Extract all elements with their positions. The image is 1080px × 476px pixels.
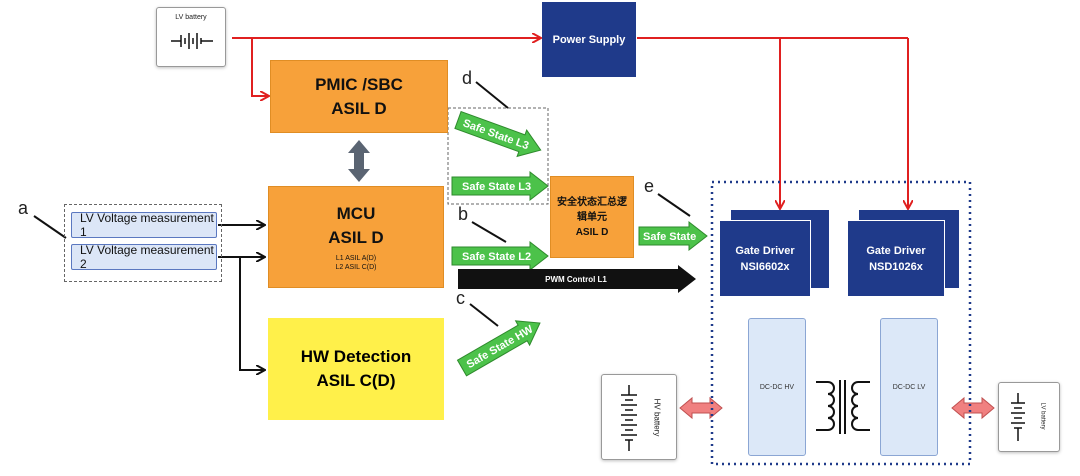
measurement-connectors	[218, 225, 264, 370]
pwm-control-arrow: PWM Control L1	[458, 265, 696, 293]
pmic-sbc-block: PMIC /SBC ASIL D	[270, 60, 448, 133]
safe-state-aggregator-block: 安全状态汇总逻 辑单元 ASIL D	[550, 176, 634, 258]
hv-battery-link-arrow	[679, 396, 723, 420]
safe-state-label: Safe State	[643, 231, 696, 243]
mcu-asil: ASIL D	[328, 228, 384, 247]
callout-c: c	[456, 288, 465, 308]
gate-driver-nsd1026x: Gate Driver NSD1026x	[847, 220, 945, 297]
callout-leaders	[33, 81, 691, 327]
gate-driver-label: Gate Driver	[866, 244, 926, 257]
pwm-control-label: PWM Control L1	[545, 275, 607, 284]
lv-voltage-measurement-2: LV Voltage measurement 2	[71, 243, 217, 271]
battery-icon	[1011, 393, 1025, 441]
hv-battery: HV battery	[601, 374, 677, 460]
gate-driver-nsi6602x: Gate Driver NSI6602x	[719, 220, 811, 297]
safe-state-label: Safe State HW	[465, 323, 536, 371]
battery-icon	[621, 385, 637, 451]
callout-e: e	[644, 176, 655, 196]
callout-d: d	[462, 68, 473, 88]
safe-state-out-arrow: Safe State	[638, 220, 708, 252]
safe-state-hw-arrow: Safe State HW	[456, 320, 541, 377]
lv-battery-right: LV battery	[998, 382, 1060, 452]
callout-b: b	[458, 204, 469, 224]
pmic-title: PMIC /SBC	[315, 74, 403, 94]
lv-battery-label: LV battery	[175, 14, 207, 21]
dcdc-lv-block: DC-DC LV	[880, 318, 938, 456]
lv-battery-link-arrow	[951, 396, 995, 420]
pmic-asil: ASIL D	[331, 98, 387, 118]
safe-state-label: Safe State L2	[462, 251, 531, 263]
lv-voltage-measurement-1: LV Voltage measurement 1	[71, 211, 217, 239]
power-supply-label: Power Supply	[552, 33, 626, 46]
aggregator-asil: ASIL D	[575, 226, 609, 238]
hv-battery-label: HV battery	[652, 398, 662, 437]
hw-detection-asil: ASIL C(D)	[316, 371, 396, 390]
aggregator-line-1: 安全状态汇总逻	[557, 196, 627, 208]
aggregator-line-2: 辑单元	[577, 211, 607, 223]
safe-state-l3-arrow-a: Safe State L3	[454, 110, 542, 158]
lv-battery-top: LV battery	[156, 7, 226, 67]
mcu-title: MCU	[336, 204, 376, 223]
safe-state-l3-arrow-b: Safe State L3	[451, 170, 549, 202]
lv-battery-right-label: LV battery	[1039, 402, 1046, 430]
power-supply-block: Power Supply	[542, 2, 636, 77]
safe-state-l3-group	[447, 107, 549, 205]
battery-icon	[171, 33, 213, 49]
gate-driver-label: Gate Driver	[735, 244, 795, 257]
dcdc-hv-block: DC-DC HV	[748, 318, 806, 456]
hw-detection-title: HW Detection	[300, 347, 412, 366]
pmic-mcu-bidirectional-arrow	[348, 140, 370, 182]
safe-state-l2-arrow: Safe State L2	[451, 240, 549, 272]
transformer-icon	[816, 380, 870, 434]
gate-driver-part: NSD1026x	[869, 260, 923, 273]
safe-state-label: Safe State L3	[462, 181, 531, 193]
mcu-note-l1: L1 ASIL A(D)	[335, 255, 377, 262]
mcu-note-l2: L2 ASIL C(D)	[335, 264, 377, 271]
lv-measurement-group	[64, 204, 222, 282]
hw-detection-block: HW Detection ASIL C(D)	[268, 318, 444, 420]
callout-a: a	[18, 198, 29, 218]
power-lines	[232, 38, 908, 208]
gate-driver-part: NSI6602x	[740, 260, 790, 273]
safe-state-arrows: Safe State L3 Safe State L3 Safe State L…	[451, 110, 708, 377]
mcu-block: MCU ASIL D L1 ASIL A(D) L2 ASIL C(D)	[268, 186, 444, 288]
